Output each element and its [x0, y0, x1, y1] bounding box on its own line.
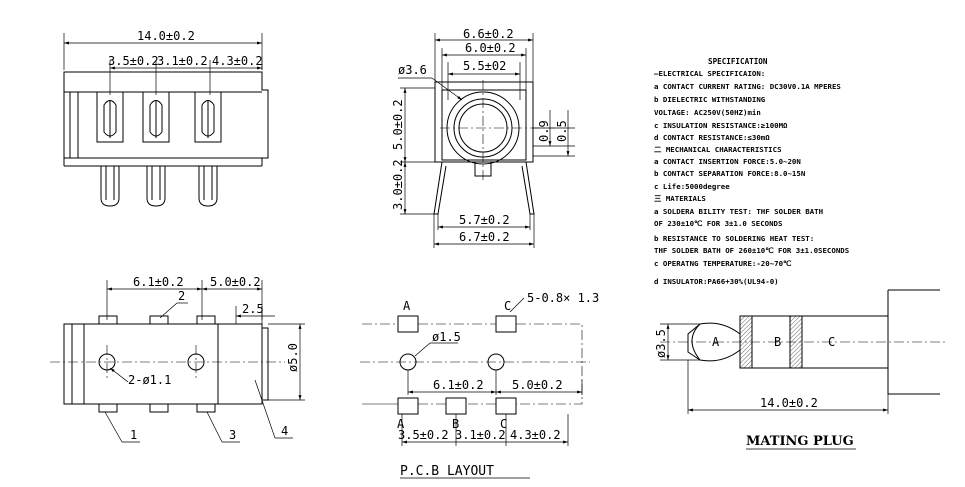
spec-line: 三 MATERIALS: [654, 194, 706, 203]
plug-dim-dia: ø3.5: [654, 329, 668, 358]
plug-dim-len: 14.0±0.2: [760, 396, 818, 410]
side-pitch-1: 3.5±0.2: [108, 54, 159, 68]
pcb-layout: A C 5-0.8× 1.3 ø1.5 6.1±0.2 5.0±0.2 A B …: [360, 291, 599, 479]
front-dim-h2: 3.0±0.2: [391, 159, 405, 210]
front-dim-v1: 0.9: [537, 120, 551, 142]
spec-line: a SOLDERA BILITY TEST: THF SOLDER BATH: [654, 207, 823, 216]
front-view: 6.6±0.2 6.0±0.2 5.5±02 ø3.6 5.0±0.2 3.0±…: [391, 27, 575, 248]
bottom-dim-d: ø5.0: [286, 343, 300, 372]
pcb-pad-b-bottom: [445, 397, 467, 415]
spec-line: a CONTACT CURRENT RATING: DC30V0.1A MPER…: [654, 82, 841, 91]
front-dim-w2: 6.0±0.2: [465, 41, 516, 55]
spec-line: d INSULATOR:PA66+30%(UL94-0): [654, 277, 779, 286]
spec-line: b RESISTANCE TO SOLDERING HEAT TEST:: [654, 234, 814, 243]
pcb-dim-p2: 3.1±0.2: [455, 428, 506, 442]
mating-plug-title: MATING PLUG: [746, 434, 854, 449]
front-dim-h1: 5.0±0.2: [391, 99, 405, 150]
pcb-pad-a-top-label: A: [403, 299, 411, 313]
spec-line: —ELECTRICAL SPECIFICAION:: [654, 69, 765, 78]
side-pitch-3: 4.3±0.2: [212, 54, 263, 68]
mating-plug: A B C ø3.5 14.0±0.2 MATING PLUG: [654, 289, 945, 450]
front-dim-w1: 6.6±0.2: [463, 27, 514, 41]
bottom-hole-note: 2-ø1.1: [128, 373, 171, 387]
pcb-dim-p1: 3.5±0.2: [398, 428, 449, 442]
bottom-view: 6.1±0.2 5.0±0.2 2.5 ø5.0 2-ø1: [50, 275, 305, 443]
pcb-pad-c-top-label: C: [504, 299, 511, 313]
spec-line: c Life:5000degree: [654, 182, 730, 191]
spec-title: SPECIFICATION: [708, 57, 768, 66]
pcb-pad-c-bottom: [495, 397, 517, 415]
pcb-pad-c-top: [495, 315, 517, 333]
bottom-dim-b: 5.0±0.2: [210, 275, 261, 289]
pcb-pad-a-bottom: [397, 397, 419, 415]
specification-block: SPECIFICATION —ELECTRICAL SPECIFICAION: …: [654, 57, 849, 286]
pcb-pad-b-bottom-label: B: [452, 417, 459, 431]
pcb-pad-c-bottom-label: C: [500, 417, 507, 431]
callout-3: 3: [229, 428, 236, 442]
front-dim-b1: 5.7±0.2: [459, 213, 510, 227]
side-terminal-1: [96, 91, 124, 207]
spec-line: d CONTACT RESISTANCE:≤30mΩ: [654, 133, 770, 142]
spec-line: VOLTAGE: AC250V(50HZ)min: [654, 108, 761, 117]
callout-2: 2: [178, 289, 185, 303]
callout-1: 1: [130, 428, 137, 442]
pcb-dim-a: 6.1±0.2: [433, 378, 484, 392]
side-terminal-2: [142, 91, 170, 207]
pcb-pad-note: 5-0.8× 1.3: [527, 291, 599, 305]
pcb-pad-a-bottom-label: A: [397, 417, 405, 431]
side-terminal-3: [194, 91, 222, 207]
pcb-dim-b: 5.0±0.2: [512, 378, 563, 392]
spec-line: c INSULATION RESISTANCE:≥100MΩ: [654, 121, 788, 130]
spec-line: 二 MECHANICAL CHARACTERISTICS: [654, 145, 782, 154]
side-view: 14.0±0.2 3.5±0.2 3.1±0.2 4.3±0.2: [63, 29, 269, 207]
front-hole-dim: ø3.6: [398, 63, 427, 77]
front-dim-w3: 5.5±02: [463, 59, 506, 73]
spec-line: THF SOLDER BATH OF 260±10℃ FOR 3±1.0SECO…: [654, 246, 849, 255]
bottom-dim-a: 6.1±0.2: [133, 275, 184, 289]
pcb-dim-p3: 4.3±0.2: [510, 428, 561, 442]
bottom-dim-c: 2.5: [242, 302, 264, 316]
spec-line: b DIELECTRIC WITHSTANDING: [654, 95, 766, 104]
pcb-layout-title: P.C.B LAYOUT: [400, 464, 494, 479]
front-dim-b2: 6.7±0.2: [459, 230, 510, 244]
spec-line: OF 230±10℃ FOR 3±1.0 SECONDS: [654, 219, 782, 228]
front-dim-v2: 0.5: [555, 120, 569, 142]
spec-line: b CONTACT SEPARATION FORCE:8.0~15N: [654, 169, 806, 178]
callout-4: 4: [281, 424, 288, 438]
spec-line: a CONTACT INSERTION FORCE:5.0~20N: [654, 157, 801, 166]
pcb-pad-a-top: [397, 315, 419, 333]
pcb-hole-label: ø1.5: [432, 330, 461, 344]
side-overall-dim: 14.0±0.2: [137, 29, 195, 43]
side-pitch-2: 3.1±0.2: [157, 54, 208, 68]
spec-line: c OPERATNG TEMPERATURE:-20~70℃: [654, 259, 791, 268]
